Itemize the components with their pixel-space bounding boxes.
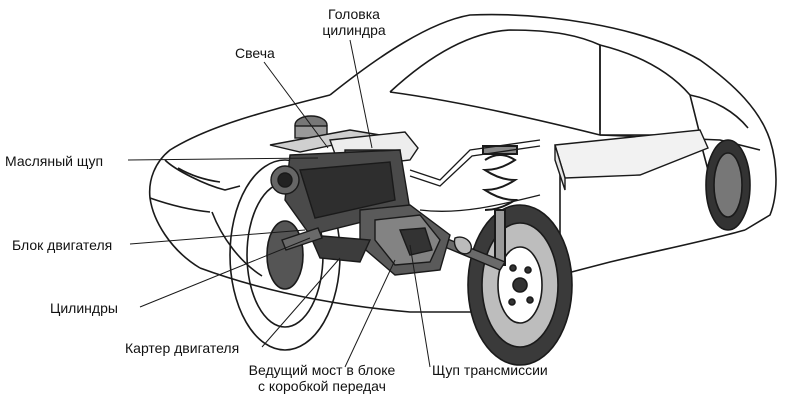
car-body bbox=[148, 13, 777, 313]
label-crankcase: Картер двигателя bbox=[125, 340, 240, 356]
label-engine-block: Блок двигателя bbox=[12, 237, 113, 253]
label-cylinder-head-line1: Головка bbox=[328, 6, 380, 22]
label-transaxle-line1: Ведущий мост в блоке bbox=[248, 362, 396, 378]
label-transmission-dipstick: Щуп трансмиссии bbox=[432, 362, 548, 378]
rear-seat bbox=[554, 129, 709, 191]
rear-wheel bbox=[705, 139, 751, 231]
label-transaxle: Ведущий мост в блоке с коробкой передач bbox=[232, 362, 412, 394]
front-right-wheel bbox=[467, 204, 573, 366]
pipes bbox=[409, 139, 541, 212]
label-cylinders: Цилиндры bbox=[50, 300, 118, 316]
leader-lines bbox=[127, 39, 431, 368]
label-oil-dipstick: Масляный щуп bbox=[5, 153, 104, 169]
label-transaxle-line2: с коробкой передач bbox=[258, 378, 386, 394]
label-spark-plug: Свеча bbox=[235, 45, 275, 61]
label-cylinder-head-line2: цилиндра bbox=[322, 22, 386, 38]
label-cylinder-head: Головка цилиндра bbox=[292, 6, 416, 38]
engine-assembly bbox=[269, 115, 451, 276]
